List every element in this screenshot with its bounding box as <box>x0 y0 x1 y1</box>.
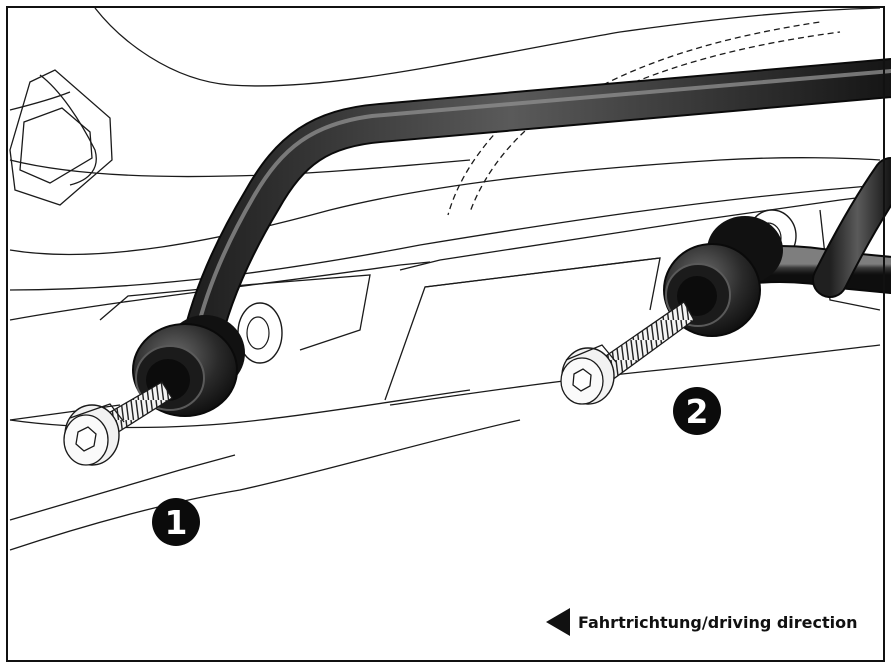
left-triangle-arrow-icon <box>546 608 570 636</box>
seat-outline <box>9 7 881 291</box>
driving-direction-indicator: Fahrtrichtung/driving direction <box>546 608 858 636</box>
handle-recess <box>9 69 113 206</box>
driving-direction-label: Fahrtrichtung/driving direction <box>578 612 858 632</box>
step-marker-2: 2 <box>673 387 721 435</box>
grab-rail-tube <box>180 58 891 368</box>
hex-socket-bolt-icon <box>63 381 173 466</box>
hex-socket-bolt-icon <box>560 301 695 405</box>
step-marker-1: 1 <box>152 498 200 546</box>
